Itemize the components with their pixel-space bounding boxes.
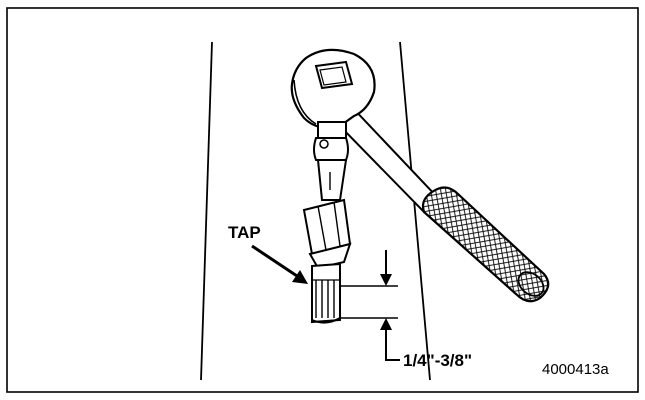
tap-leader-arrow xyxy=(251,244,308,284)
depth-label: 1/4"-3/8" xyxy=(403,351,473,370)
tap-holder xyxy=(302,121,352,270)
tap-label: TAP xyxy=(228,223,261,242)
hole-wall-right xyxy=(399,41,431,381)
tap-tool-icon xyxy=(311,262,341,324)
hole-wall-left xyxy=(200,41,213,381)
figure-code: 4000413a xyxy=(542,361,609,378)
depth-dimension xyxy=(340,250,400,361)
figure-border xyxy=(6,7,639,393)
ratchet-wrench-icon xyxy=(290,48,550,303)
